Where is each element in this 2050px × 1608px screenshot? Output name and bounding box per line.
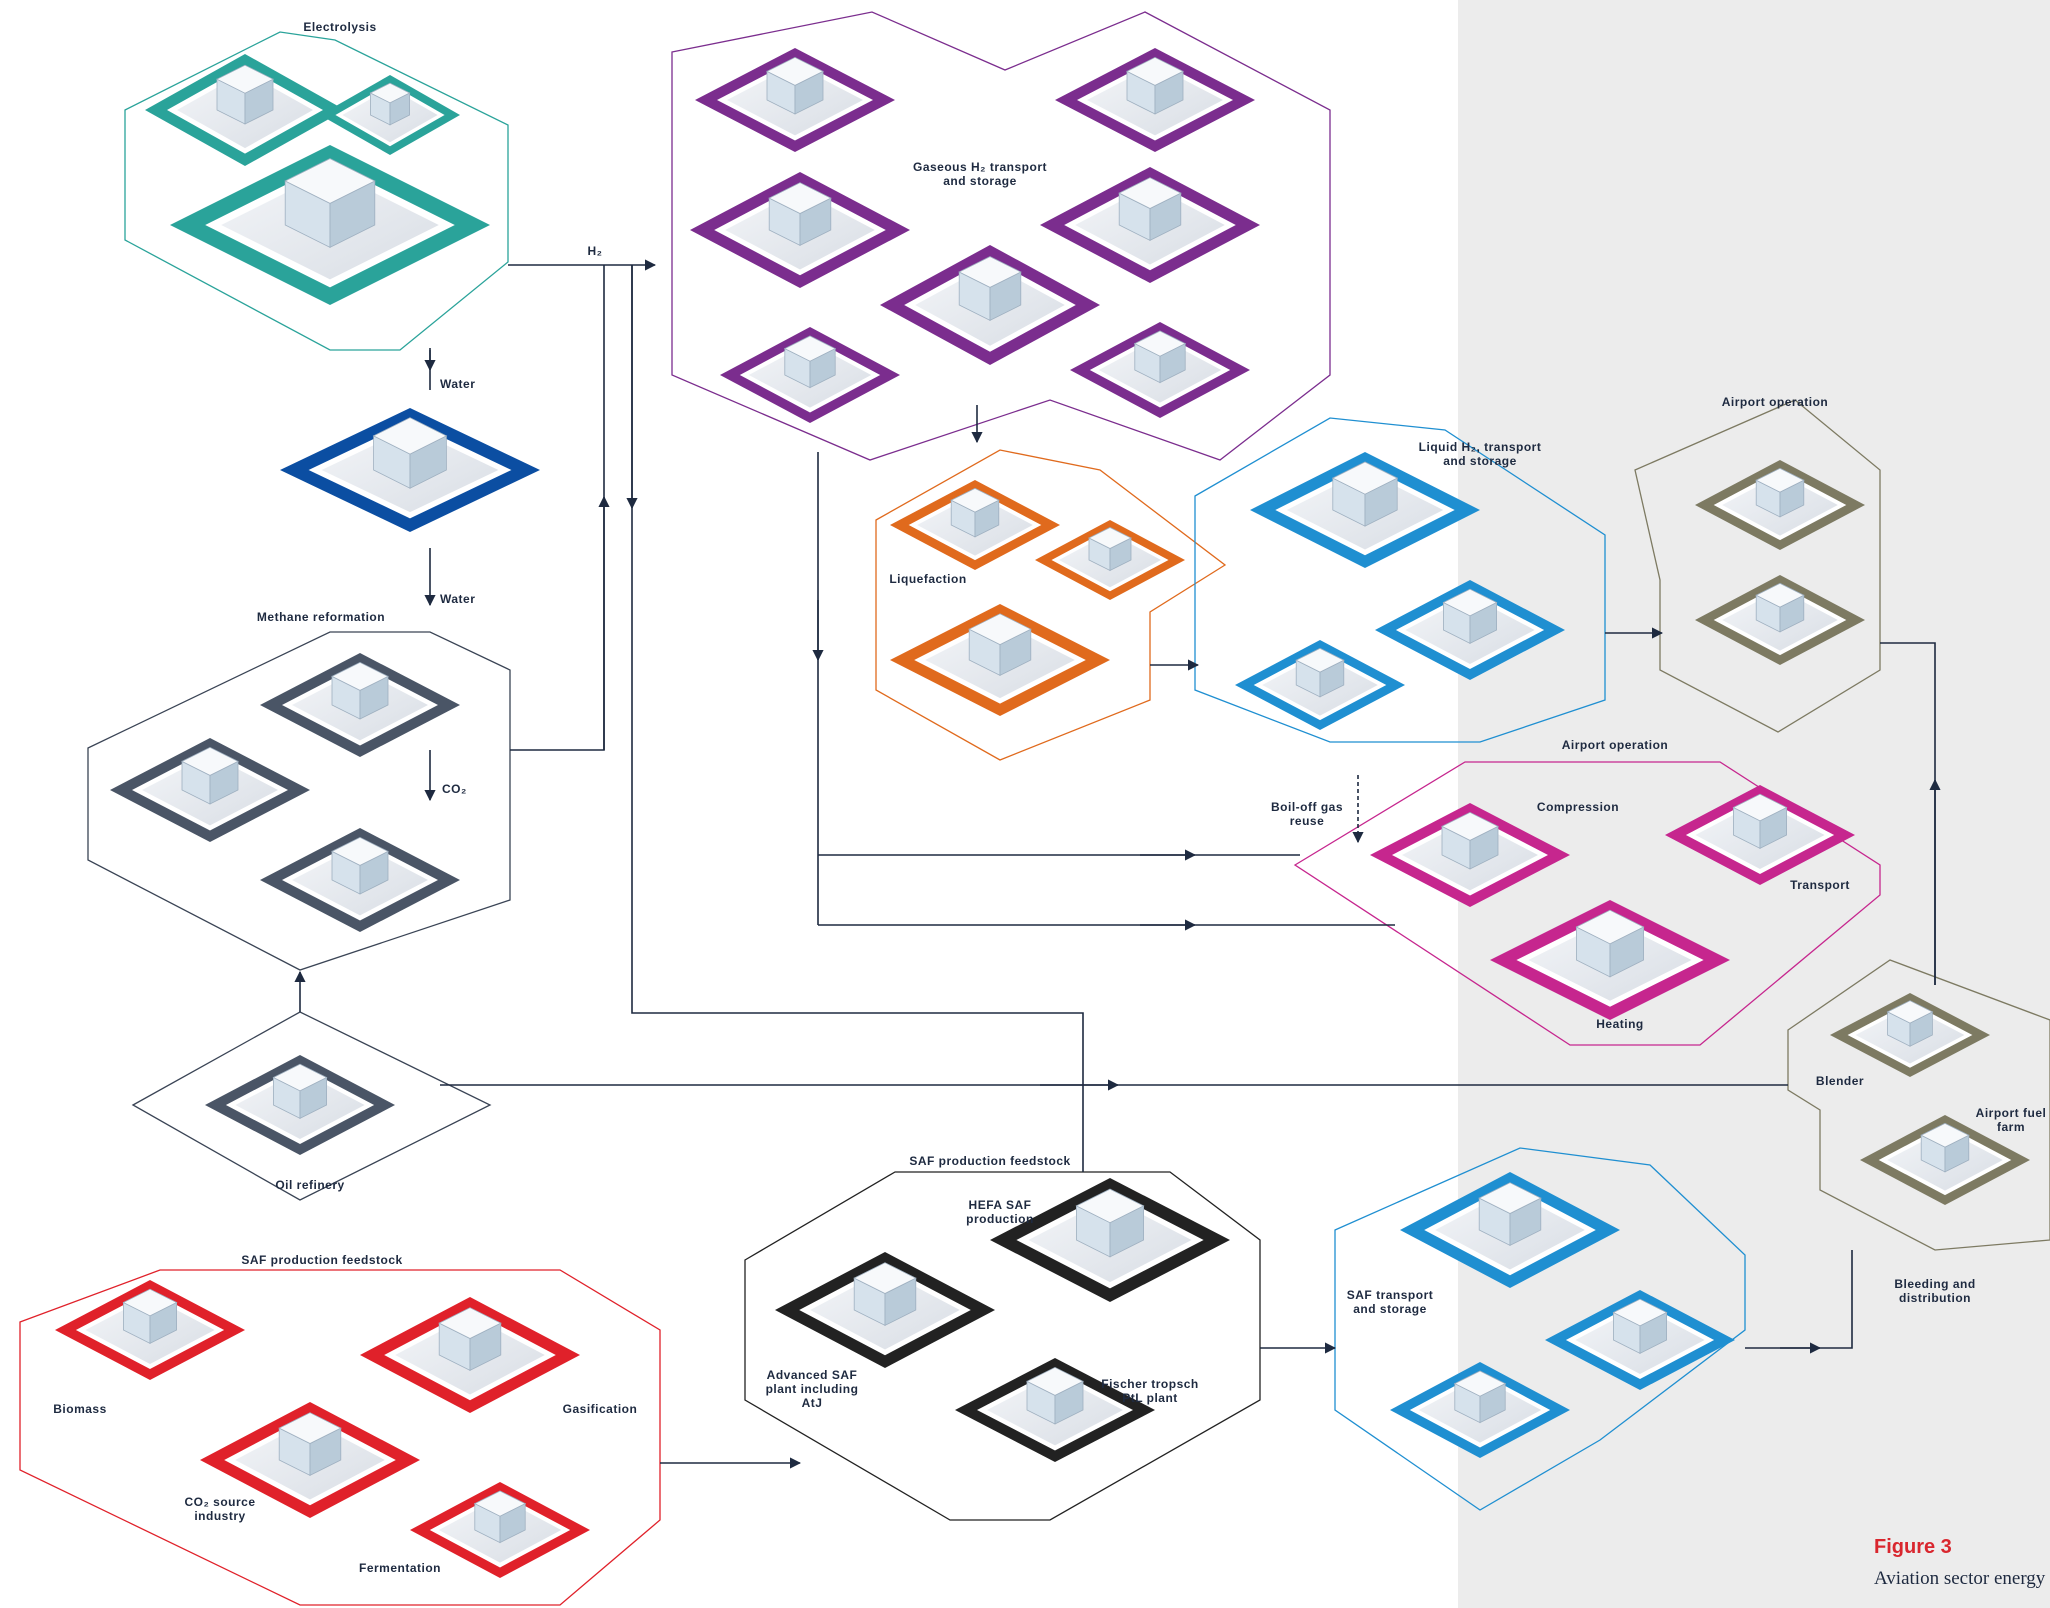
- oil-refinery-region: [131, 1011, 492, 1201]
- fuel-tank-icon: [1860, 1115, 2030, 1205]
- label-co2: CO₂: [442, 782, 467, 796]
- label-oil-refinery: Oil refinery: [275, 1178, 345, 1192]
- truck-icon: [720, 327, 900, 423]
- label-heating: Heating: [1596, 1017, 1644, 1031]
- label-advanced-saf: Advanced SAF plant including AtJ: [765, 1368, 859, 1410]
- power-pylon-icon: [1035, 520, 1185, 600]
- label-gaseous-h2: Gaseous H₂ transport and storage: [912, 160, 1048, 188]
- truck-icon: [1070, 322, 1250, 418]
- train-icon: [1040, 167, 1260, 283]
- hangar-icon: [1490, 900, 1730, 1020]
- train-icon: [1250, 452, 1480, 568]
- label-saf-transport: SAF transport and storage: [1346, 1288, 1434, 1316]
- gasification-icon: [360, 1297, 580, 1413]
- compressor-icon: [1370, 803, 1570, 907]
- label-electrolysis: Electrolysis: [303, 20, 377, 34]
- saf-plant-icon: [775, 1252, 995, 1368]
- label-gasification: Gasification: [562, 1402, 638, 1416]
- label-boil-off: Boil-off gas reuse: [1271, 800, 1343, 828]
- label-saf-feedstock-center: SAF production feedstock: [909, 1154, 1071, 1168]
- label-water-2: Water: [440, 592, 476, 606]
- figure-caption: Aviation sector energy system: [1874, 1568, 2050, 1589]
- label-fischer: Fischer tropsch PtL plant: [1101, 1377, 1199, 1405]
- blender-region: [1787, 959, 2050, 1251]
- fermentation-icon: [410, 1482, 590, 1578]
- blender-icon: [1830, 993, 1990, 1077]
- label-co2-source: CO₂ source industry: [184, 1495, 256, 1523]
- label-h2: H₂: [587, 244, 603, 258]
- truck-icon: [1235, 640, 1405, 730]
- isometric-pads: [55, 48, 2030, 1578]
- pipeline-icon: [1055, 48, 1255, 152]
- truck-icon: [1390, 1362, 1570, 1458]
- label-airport-operation-top: Airport operation: [1721, 395, 1829, 409]
- saf-production-region: [744, 1171, 1261, 1521]
- figure-number: Figure 3: [1874, 1536, 1952, 1558]
- airport-top-region: [1634, 399, 1881, 733]
- label-liquefaction: Liquefaction: [889, 572, 967, 586]
- gaseous-h2-region: [671, 11, 1331, 461]
- dam-icon: [280, 408, 540, 532]
- label-liquid-h2: Liquid H₂, transport and storage: [1418, 440, 1542, 468]
- liquefaction-plant-icon: [890, 604, 1110, 716]
- label-bleeding-distribution: Bleeding and distribution: [1894, 1277, 1976, 1305]
- saf-plant-icon: [955, 1358, 1155, 1462]
- solar-panel-icon: [890, 480, 1060, 570]
- airplane-icon: [1695, 460, 1865, 550]
- label-airport-fuel-farm: Airport fuel farm: [1975, 1106, 2047, 1134]
- power-pylon-icon: [320, 75, 460, 155]
- label-water-1: Water: [440, 377, 476, 391]
- saf-transport-to-blender-arrow: [1745, 1250, 1853, 1349]
- label-transport: Transport: [1790, 878, 1850, 892]
- refinery-icon: [205, 1055, 395, 1155]
- biomass-icon: [55, 1280, 245, 1380]
- storage-tank-icon: [1545, 1290, 1735, 1390]
- h2-saf-line: [631, 265, 1084, 1172]
- truck-icon: [1695, 575, 1865, 665]
- label-fermentation: Fermentation: [358, 1561, 441, 1575]
- saf-plant-icon: [990, 1178, 1230, 1302]
- label-airport-operation-mid: Airport operation: [1561, 738, 1669, 752]
- saf-feedstock-region: [19, 1269, 661, 1606]
- fuelfarm-to-airport-arrow: [1880, 642, 1936, 985]
- label-blender: Blender: [1815, 1074, 1865, 1088]
- label-biomass: Biomass: [53, 1402, 107, 1416]
- solar-panel-icon: [145, 54, 345, 166]
- train-icon: [690, 172, 910, 288]
- label-methane-reformation: Methane reformation: [256, 610, 386, 624]
- liquid-h2-region: [1194, 417, 1606, 743]
- label-saf-feedstock-left: SAF production feedstock: [241, 1253, 403, 1267]
- co2-source-icon: [200, 1402, 420, 1518]
- storage-tank-icon: [880, 245, 1100, 365]
- label-hefa: HEFA SAF production: [966, 1198, 1034, 1226]
- electrolysis-plant-icon: [170, 145, 490, 305]
- fuel-dispenser-icon: [1665, 785, 1855, 885]
- methane-region: [87, 631, 511, 971]
- label-compression: Compression: [1536, 800, 1620, 814]
- pipeline-icon: [110, 738, 310, 842]
- liquefaction-region: [875, 449, 1227, 761]
- ship-icon: [260, 828, 460, 932]
- pipeline-icon: [695, 48, 895, 152]
- electrolysis-region: [124, 31, 509, 351]
- train-icon: [1400, 1172, 1620, 1288]
- methane-h2-arrow: [510, 495, 610, 751]
- storage-tank-icon: [1375, 580, 1565, 680]
- airport-mid-region: [1293, 761, 1881, 1046]
- factory-icon: [260, 653, 460, 757]
- saf-transport-region: [1334, 1147, 1746, 1511]
